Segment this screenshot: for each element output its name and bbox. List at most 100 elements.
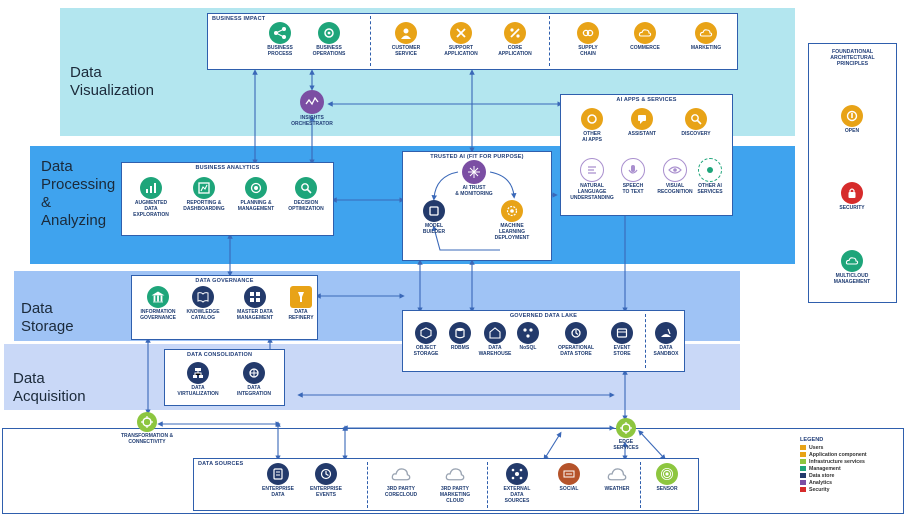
supply-chain-item[interactable]: SUPPLY CHAIN — [560, 22, 616, 58]
master-data-management-label: MASTER DATA MANAGEMENT — [236, 309, 274, 321]
nlu-item[interactable]: NATURAL LANGUAGE UNDERSTANDING — [564, 158, 620, 201]
data-sources-divider-3 — [640, 462, 641, 508]
layer-title-visualization: Data Visualization — [70, 64, 154, 99]
data-warehouse-item[interactable]: DATA WAREHOUSE — [467, 322, 523, 358]
ai-services-icon — [698, 158, 722, 182]
principle-security[interactable]: SECURITY — [824, 182, 880, 212]
knowledge-catalog-item[interactable]: KNOWLEDGE CATALOG — [175, 286, 231, 322]
supply-chain-label: SUPPLY CHAIN — [578, 45, 598, 57]
multicloud-icon — [841, 250, 863, 272]
rdbms-item[interactable]: RDBMS — [432, 322, 488, 352]
assistant-icon — [631, 108, 653, 130]
planning-management-item[interactable]: PLANNING & MANAGEMENT — [228, 177, 284, 213]
data-consolidation-title: DATA CONSOLIDATION — [187, 352, 253, 358]
master-data-management-item[interactable]: MASTER DATA MANAGEMENT — [227, 286, 283, 322]
operational-data-store-label: OPERATIONAL DATA STORE — [557, 345, 595, 357]
sensor-item[interactable]: SENSOR — [639, 463, 695, 493]
business-process-item[interactable]: BUSINESS PROCESS — [252, 22, 308, 58]
sandbox-icon — [655, 322, 677, 344]
core-application-item[interactable]: CORE APPLICATION — [487, 22, 543, 58]
enterprise-events-label: ENTERPRISE EVENTS — [310, 486, 342, 498]
transformation-icon — [137, 412, 157, 432]
edge-services-node[interactable]: EDGE SERVICES — [598, 418, 654, 452]
business-operations-label: BUSINESS OPERATIONS — [312, 45, 346, 57]
commerce-item[interactable]: COMMERCE — [617, 22, 673, 52]
object-storage-item[interactable]: OBJECT STORAGE — [398, 322, 454, 358]
ml-deployment-item[interactable]: MACHINE LEARNING DEPLOYMENT — [484, 200, 540, 241]
data-virtualization-item[interactable]: DATA VIRTUALIZATION — [170, 362, 226, 398]
data-governance-title: DATA GOVERNANCE — [195, 278, 254, 284]
support-application-item[interactable]: SUPPORT APPLICATION — [433, 22, 489, 58]
external-data-sources-item[interactable]: EXTERNAL DATA SOURCES — [489, 463, 545, 504]
insights-orchestrator-node[interactable]: INSIGHTS ORCHESTRATOR — [284, 90, 340, 128]
ai-trust-monitoring-item[interactable]: AI TRUST & MONITORING — [446, 160, 502, 198]
apps-icon — [581, 108, 603, 130]
assistant-item[interactable]: ASSISTANT — [614, 108, 670, 138]
reporting-dashboarding-item[interactable]: REPORTING & DASHBOARDING — [176, 177, 232, 213]
nosql-item[interactable]: NoSQL — [500, 322, 556, 352]
cloud-icon — [634, 22, 656, 44]
refinery-icon — [290, 286, 312, 308]
enterprise-data-item[interactable]: ENTERPRISE DATA — [250, 463, 306, 499]
transformation-label: TRANSFORMATION & CONNECTIVITY — [120, 433, 174, 445]
augmented-data-exploration-item[interactable]: AUGMENTED DATA EXPLORATION — [123, 177, 179, 218]
information-governance-item[interactable]: INFORMATION GOVERNANCE — [130, 286, 186, 322]
decision-optimization-item[interactable]: DECISION OPTIMIZATION — [278, 177, 334, 213]
business-impact-divider-2 — [549, 16, 550, 66]
legend-item: Application component — [800, 451, 900, 458]
data-sources-divider-2 — [487, 462, 488, 508]
edge-services-label: EDGE SERVICES — [613, 439, 639, 451]
business-analytics-title: BUSINESS ANALYTICS — [195, 165, 260, 171]
master-data-icon — [244, 286, 266, 308]
external-data-sources-label: EXTERNAL DATA SOURCES — [503, 486, 531, 504]
data-refinery-item[interactable]: DATA REFINERY — [273, 286, 329, 322]
customer-service-item[interactable]: CUSTOMER SERVICE — [378, 22, 434, 58]
support-application-label: SUPPORT APPLICATION — [444, 45, 478, 57]
social-item[interactable]: SOCIAL — [541, 463, 597, 493]
external-sources-icon — [506, 463, 528, 485]
data-lake-box: GOVERNED DATA LAKE — [402, 310, 685, 372]
marketing-item[interactable]: MARKETING — [678, 22, 734, 52]
business-operations-item[interactable]: BUSINESS OPERATIONS — [301, 22, 357, 58]
weather-icon — [606, 463, 628, 485]
event-store-item[interactable]: EVENT STORE — [594, 322, 650, 358]
support-application-icon — [450, 22, 472, 44]
third-party-marketing-cloud-item[interactable]: 3RD PARTY MARKETING CLOUD — [427, 463, 483, 504]
data-sandbox-item[interactable]: DATA SANDBOX — [638, 322, 694, 358]
enterprise-events-item[interactable]: ENTERPRISE EVENTS — [298, 463, 354, 499]
business-impact-divider-1 — [370, 16, 371, 66]
third-party-corecloud-item[interactable]: 3RD PARTY CORECLOUD — [373, 463, 429, 499]
sensor-icon — [656, 463, 678, 485]
other-ai-apps-item[interactable]: OTHER AI APPS — [564, 108, 620, 144]
social-label: SOCIAL — [559, 486, 579, 492]
transformation-node[interactable]: TRANSFORMATION & CONNECTIVITY — [114, 412, 180, 446]
legend-item: Analytics — [800, 479, 900, 486]
object-storage-label: OBJECT STORAGE — [413, 345, 439, 357]
principle-multicloud[interactable]: MULTICLOUD MANAGEMENT — [824, 250, 880, 286]
planning-management-label: PLANNING & MANAGEMENT — [237, 200, 275, 212]
data-sources-divider-1 — [367, 462, 368, 508]
operational-data-store-item[interactable]: OPERATIONAL DATA STORE — [548, 322, 604, 358]
data-warehouse-label: DATA WAREHOUSE — [478, 345, 512, 357]
weather-item[interactable]: WEATHER — [589, 463, 645, 493]
trusted-ai-title: TRUSTED AI (FIT FOR PURPOSE) — [430, 154, 524, 160]
model-builder-item[interactable]: MODEL BUILDER — [406, 200, 462, 236]
rdbms-label: RDBMS — [450, 345, 470, 351]
cloud-icon — [695, 22, 717, 44]
speech-to-text-item[interactable]: SPEECH TO TEXT — [605, 158, 661, 196]
speech-to-text-label: SPEECH TO TEXT — [622, 183, 644, 195]
discovery-item[interactable]: DISCOVERY — [668, 108, 724, 138]
augmented-data-exploration-label: AUGMENTED DATA EXPLORATION — [133, 200, 169, 218]
principle-open[interactable]: OPEN — [824, 105, 880, 135]
other-ai-services-item[interactable]: OTHER AI SERVICES — [685, 158, 735, 196]
virtualization-icon — [187, 362, 209, 384]
model-builder-label: MODEL BUILDER — [422, 223, 446, 235]
data-integration-item[interactable]: DATA INTEGRATION — [226, 362, 282, 398]
object-storage-icon — [415, 322, 437, 344]
principle-multicloud-label: MULTICLOUD MANAGEMENT — [833, 273, 871, 285]
principles-title: FOUNDATIONAL ARCHITECTURAL PRINCIPLES — [830, 49, 875, 67]
supply-chain-icon — [577, 22, 599, 44]
knowledge-catalog-label: KNOWLEDGE CATALOG — [186, 309, 220, 321]
visual-recognition-item[interactable]: VISUAL RECOGNITION — [647, 158, 703, 196]
